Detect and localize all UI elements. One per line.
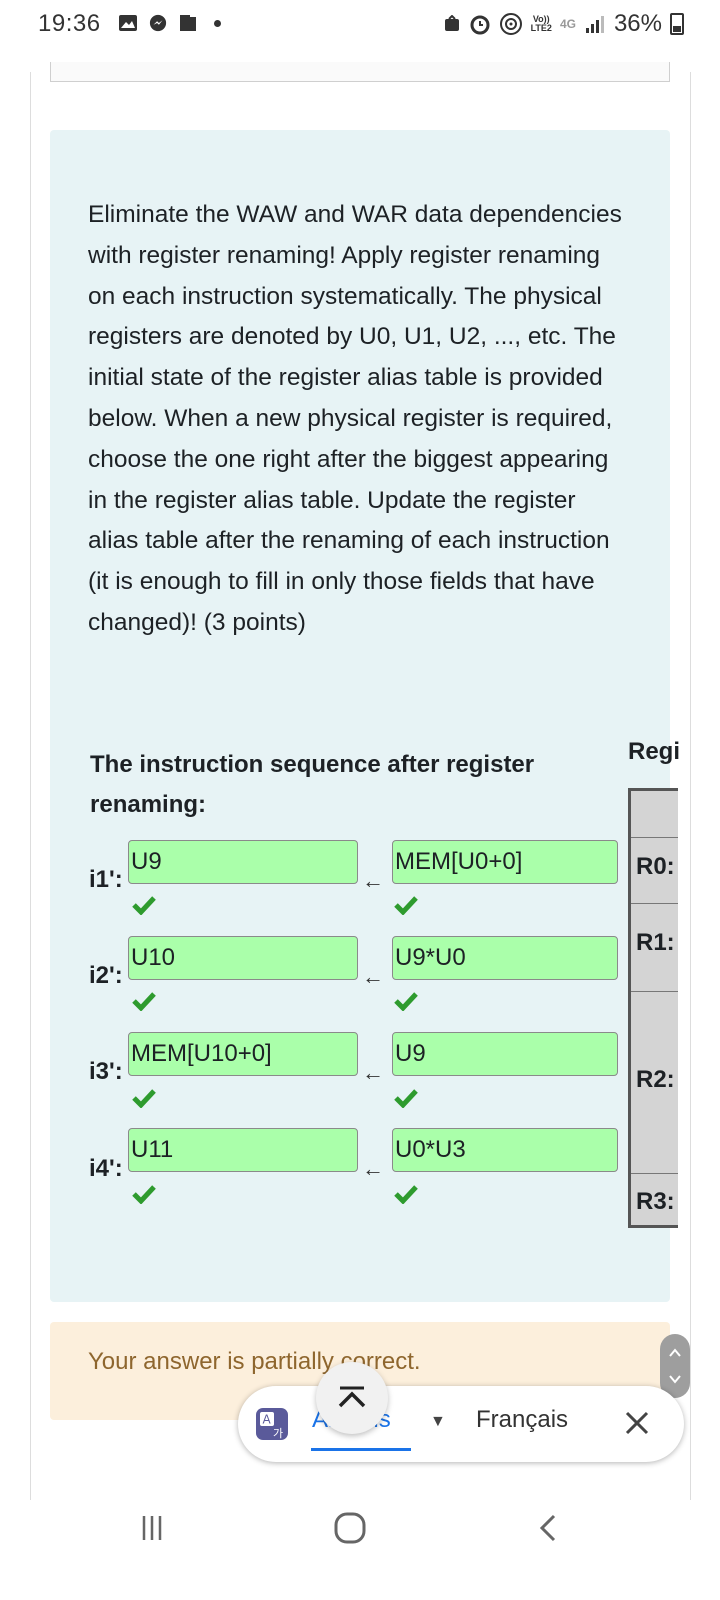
page-border-left: [30, 72, 31, 1502]
dest-field-i3[interactable]: MEM[U10+0]: [128, 1032, 358, 1076]
assign-arrow-i2: ←: [362, 964, 384, 989]
svg-text:A: A: [263, 1413, 272, 1427]
signal-icon: [585, 16, 604, 33]
battery-icon: [670, 13, 684, 35]
target-language-tab[interactable]: Français: [476, 1406, 569, 1433]
notification-icons: [118, 14, 221, 32]
src-field-i4[interactable]: U0*U3: [392, 1128, 618, 1172]
instruction-label-i4: i4':: [89, 1155, 123, 1182]
alarm-icon: [444, 15, 459, 31]
table-divider: [631, 1173, 678, 1174]
correct-check-icon: [132, 992, 156, 1011]
assign-arrow-i4: ←: [362, 1156, 384, 1181]
clock-icon: [470, 15, 490, 35]
previous-content-block: [50, 62, 670, 82]
more-notifications-dot: [214, 19, 221, 27]
correct-check-icon: [394, 992, 418, 1011]
correct-check-icon: [132, 1089, 156, 1108]
network-indicator: Vo)) LTE2: [530, 14, 552, 33]
assign-arrow-i1: ←: [362, 868, 384, 893]
close-icon[interactable]: [620, 1406, 654, 1440]
register-alias-table: R0: R1: R2: R3:: [628, 788, 678, 1228]
correct-check-icon: [132, 896, 156, 915]
battery-percent: 36%: [613, 10, 662, 37]
home-icon[interactable]: [330, 1508, 370, 1548]
horizontal-scroll-handle[interactable]: [660, 1334, 690, 1398]
instruction-label-i3: i3':: [89, 1058, 123, 1085]
page-border-right: [690, 72, 691, 1502]
correct-check-icon: [132, 1185, 156, 1204]
src-field-i3[interactable]: U9: [392, 1032, 618, 1076]
recent-apps-icon[interactable]: [132, 1508, 172, 1548]
messenger-icon: [149, 14, 167, 32]
status-bar: 19:36 Vo)) LTE2 4G 36%: [0, 0, 720, 48]
correct-check-icon: [394, 1185, 418, 1204]
back-icon[interactable]: [528, 1508, 568, 1548]
chevron-up-bar-icon: [338, 1386, 366, 1408]
network-type: 4G: [559, 16, 576, 31]
table-divider: [631, 903, 678, 904]
question-panel: [50, 130, 670, 1302]
dest-field-i4[interactable]: U11: [128, 1128, 358, 1172]
correct-check-icon: [394, 896, 418, 915]
status-right: Vo)) LTE2 4G 36%: [443, 10, 684, 38]
register-label-r3: R3:: [636, 1188, 675, 1215]
gallery-icon: [119, 15, 137, 31]
assign-arrow-i3: ←: [362, 1060, 384, 1085]
table-divider: [631, 991, 678, 992]
instruction-label-i2: i2':: [89, 962, 123, 989]
instruction-label-i1: i1':: [89, 866, 123, 893]
svg-text:가: 가: [273, 1427, 283, 1440]
src-field-i2[interactable]: U9*U0: [392, 936, 618, 980]
hotspot-icon: [499, 13, 522, 35]
dest-field-i2[interactable]: U10: [128, 936, 358, 980]
translate-icon[interactable]: A가: [254, 1406, 290, 1442]
sequence-title: The instruction sequence after register …: [90, 751, 535, 818]
question-text: Eliminate the WAW and WAR data dependenc…: [88, 201, 622, 636]
source-language-underline: [311, 1448, 411, 1451]
scroll-to-top-button[interactable]: [316, 1362, 388, 1434]
dest-field-i1[interactable]: U9: [128, 840, 358, 884]
register-label-r1: R1:: [636, 929, 675, 956]
language-dropdown-icon[interactable]: ▼: [430, 1413, 446, 1430]
translate-bar: [238, 1386, 684, 1462]
src-field-i1[interactable]: MEM[U0+0]: [392, 840, 618, 884]
notification-icon: [180, 15, 196, 31]
register-table-title: Regi: [628, 738, 681, 765]
table-divider: [631, 837, 678, 838]
register-label-r0: R0:: [636, 853, 675, 880]
correct-check-icon: [394, 1089, 418, 1108]
chevron-up-down-icon: [669, 1348, 681, 1384]
register-label-r2: R2:: [636, 1066, 675, 1093]
status-time: 19:36: [38, 10, 101, 37]
